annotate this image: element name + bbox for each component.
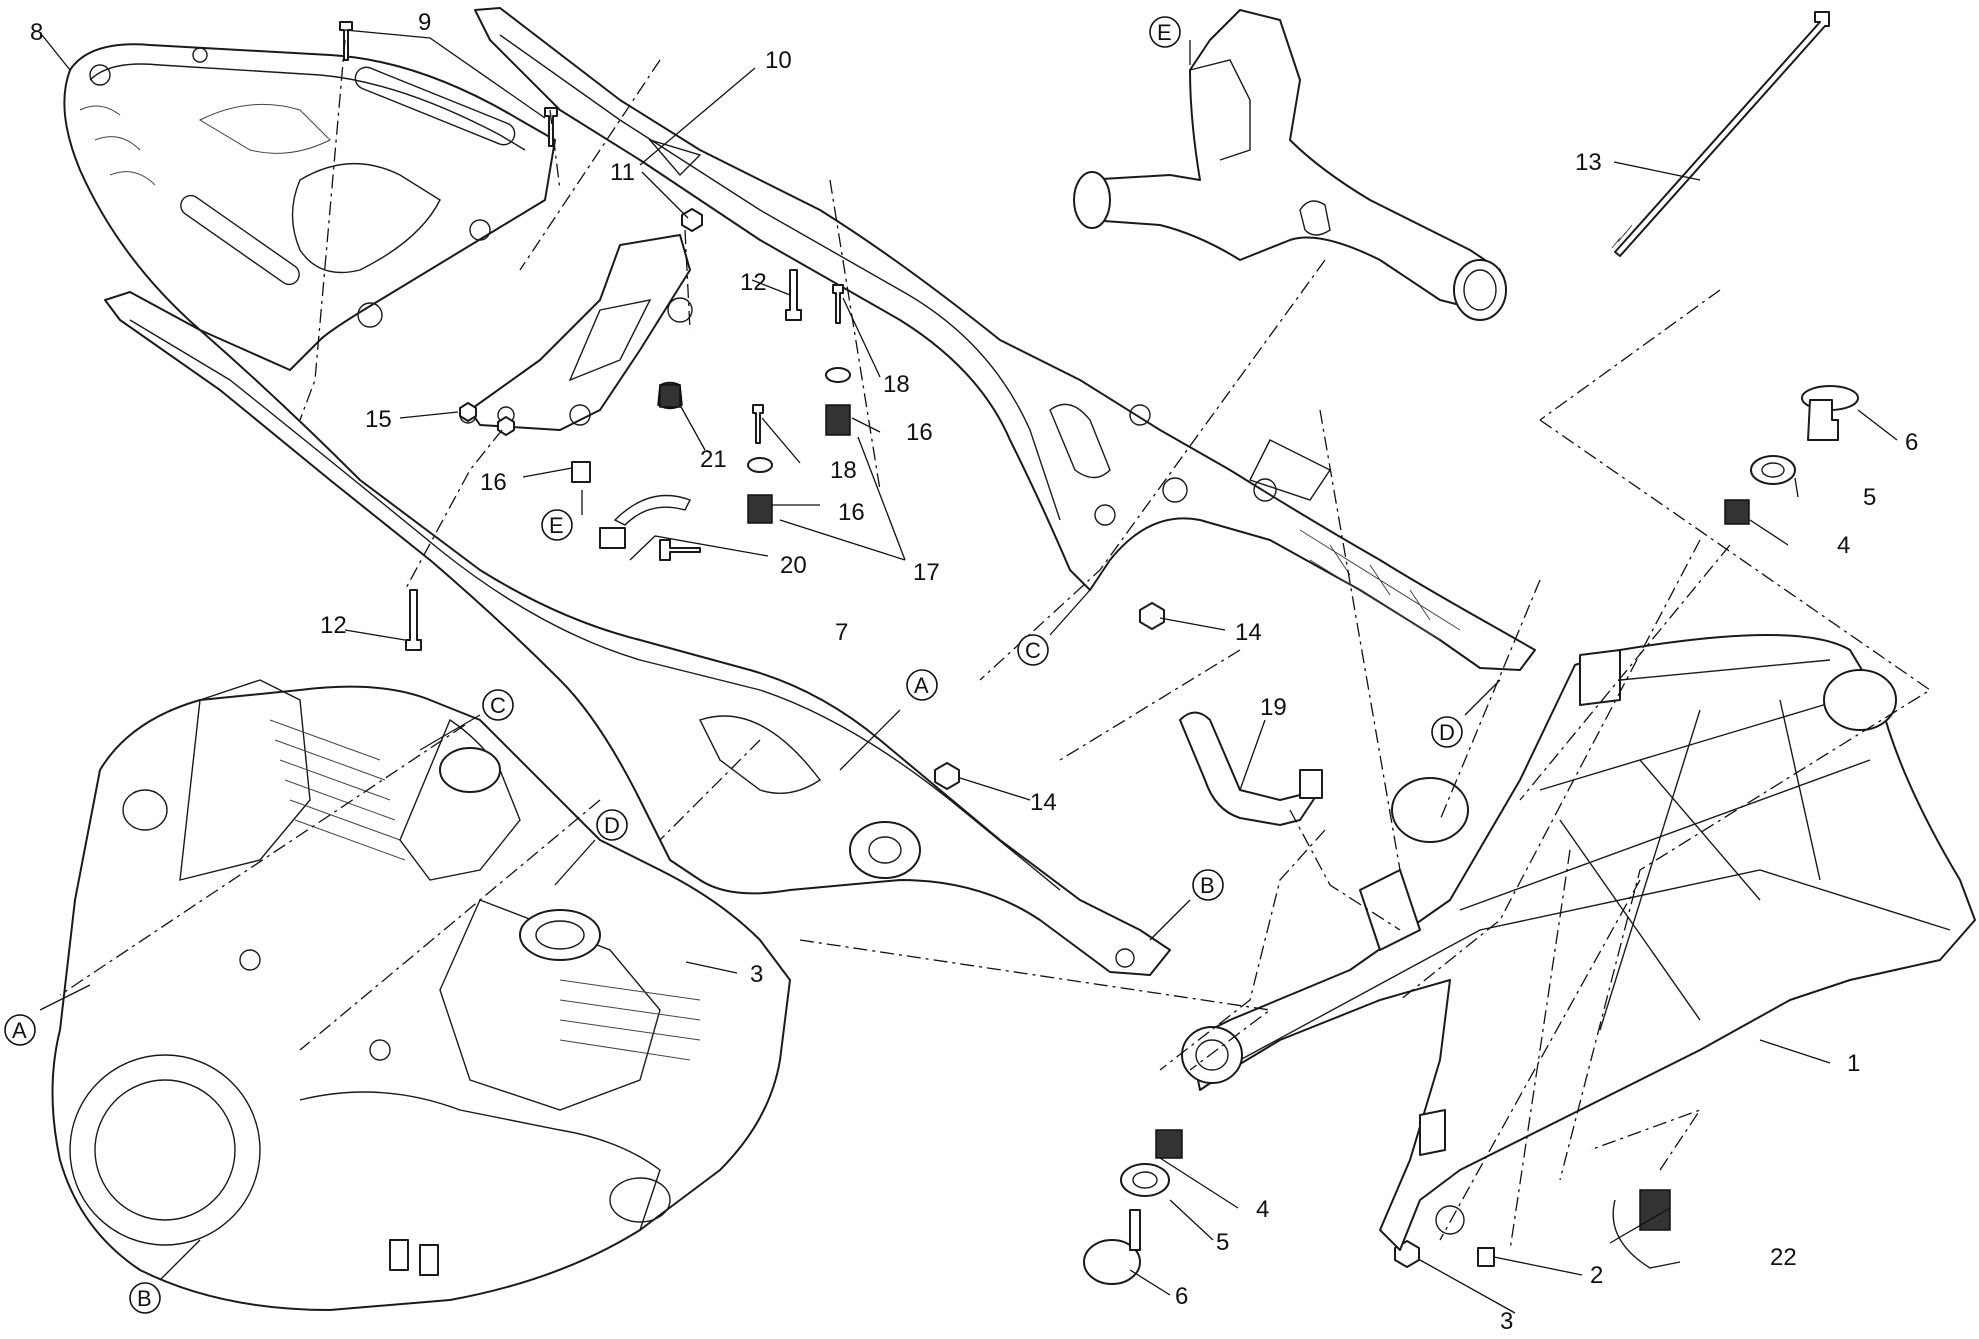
callout-18: 18 — [883, 371, 910, 398]
callout-9: 9 — [418, 9, 431, 36]
callout-18: 18 — [830, 457, 857, 484]
callout-4: 4 — [1837, 532, 1850, 559]
callout-21: 21 — [700, 446, 727, 473]
connector-markers: A A B B C C D — [4, 16, 1501, 1314]
callout-1: 1 — [1847, 1050, 1860, 1077]
callout-16: 16 — [906, 419, 933, 446]
main-frame-part — [1181, 634, 1976, 1251]
callout-20: 20 — [780, 552, 807, 579]
callout-6: 6 — [1175, 1283, 1188, 1310]
connector-label: E — [1157, 20, 1172, 45]
callout-12: 12 — [320, 612, 347, 639]
callout-17: 17 — [913, 559, 940, 586]
connector-a-upper: A — [839, 669, 938, 771]
connector-label: A — [12, 1018, 27, 1043]
callout-11: 11 — [610, 159, 635, 186]
callout-22: 22 — [1770, 1244, 1797, 1271]
callout-5: 5 — [1863, 484, 1876, 511]
leader-lines — [41, 29, 1898, 1314]
callout-14: 14 — [1235, 619, 1262, 646]
connector-e-lower: E — [541, 490, 583, 541]
connector-label: D — [604, 813, 620, 838]
callout-16: 16 — [838, 499, 865, 526]
callout-6: 6 — [1905, 429, 1918, 456]
luggage-rack-part — [63, 43, 556, 371]
callout-14: 14 — [1030, 789, 1057, 816]
through-bolt-part — [1611, 11, 1830, 257]
connector-label: C — [490, 693, 506, 718]
callout-10: 10 — [765, 47, 792, 74]
small-brackets — [1179, 711, 1681, 1269]
mount-bracket-part — [459, 234, 693, 431]
mount-hardware-right — [1083, 385, 1859, 1285]
connector-d-lower: D — [554, 809, 628, 886]
callout-16: 16 — [480, 469, 507, 496]
connector-label: C — [1025, 638, 1041, 663]
callout-15: 15 — [365, 406, 392, 433]
connector-label: E — [549, 513, 564, 538]
callout-3: 3 — [1500, 1308, 1513, 1335]
callout-4: 4 — [1256, 1196, 1269, 1223]
connector-d-upper: D — [1431, 679, 1501, 748]
connector-a-lower: A — [4, 984, 91, 1046]
upper-subframe-part — [474, 7, 1536, 671]
lower-subframe-part — [104, 291, 1171, 976]
callout-19: 19 — [1260, 694, 1287, 721]
callout-3: 3 — [750, 961, 763, 988]
connector-label: B — [137, 1286, 152, 1311]
connector-b-upper: B — [1149, 869, 1224, 941]
callout-labels: 1 2 3 3 4 4 5 5 6 6 7 8 9 10 11 12 12 13… — [30, 9, 1918, 1335]
connector-label: A — [914, 673, 929, 698]
engine-assembly — [51, 679, 791, 1311]
exhaust-manifold-part — [1073, 9, 1507, 321]
callout-8: 8 — [30, 19, 43, 46]
callout-5: 5 — [1216, 1229, 1229, 1256]
callout-7: 7 — [835, 619, 848, 646]
callout-12: 12 — [740, 269, 767, 296]
connector-label: B — [1200, 873, 1215, 898]
connector-c-upper: C — [1017, 589, 1091, 666]
callout-13: 13 — [1575, 149, 1602, 176]
callout-2: 2 — [1590, 1262, 1603, 1289]
connector-label: D — [1439, 720, 1455, 745]
connector-c-lower: C — [419, 689, 514, 751]
connector-e-upper: E — [1149, 16, 1191, 65]
connector-b-lower: B — [129, 1239, 201, 1314]
